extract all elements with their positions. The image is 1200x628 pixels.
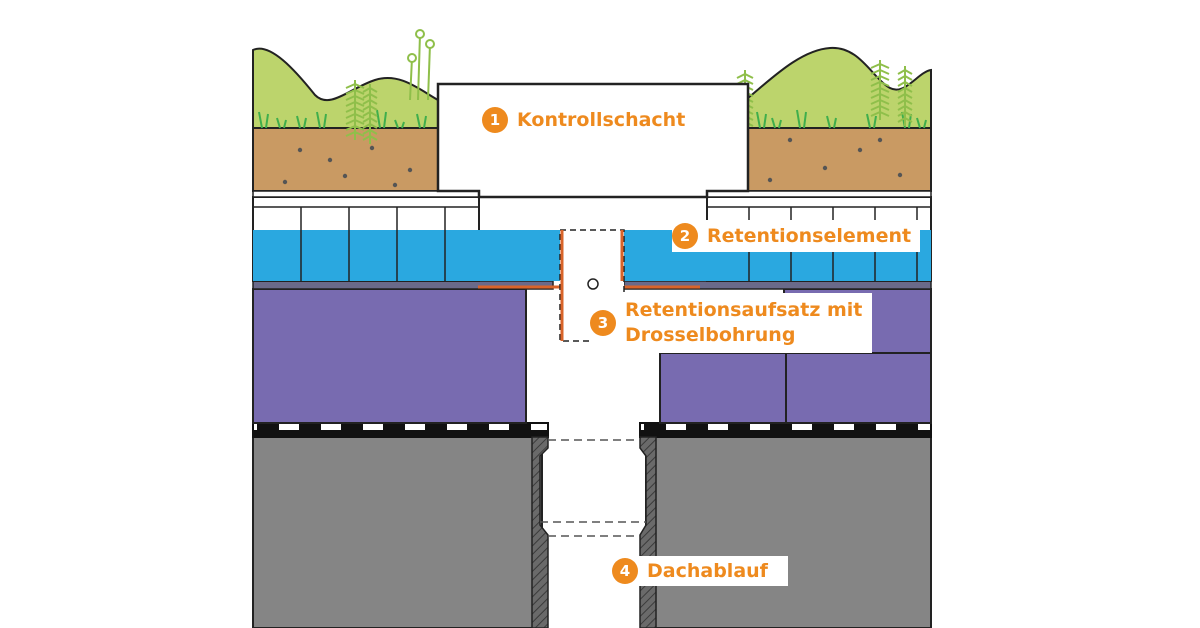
callout-inspection-shaft: 1 Kontrollschacht: [482, 104, 692, 136]
concrete-slab-left: [252, 436, 543, 628]
callout-label: Kontrollschacht: [517, 108, 686, 131]
callout-number-badge: 2: [672, 223, 698, 249]
soil-layer-right: [747, 127, 932, 192]
waterproofing-membrane-left: [252, 422, 549, 438]
insulation-right: [659, 352, 932, 424]
roof-drain: [531, 436, 657, 628]
callout-number-badge: 1: [482, 107, 508, 133]
inspection-shaft: [436, 82, 750, 199]
callout-label: Dachablauf: [647, 559, 768, 582]
callout-roof-drain: 4 Dachablauf: [612, 556, 788, 586]
insulation-left: [252, 288, 527, 424]
callout-label: Retentionsaufsatz mit Drosselbohrung: [625, 299, 863, 346]
concrete-slab-right: [645, 436, 932, 628]
throttle-hole: [587, 278, 599, 290]
retention-element-left: [252, 196, 480, 282]
callout-retention-attachment: 3 Retentionsaufsatz mit Drosselbohrung: [590, 293, 872, 353]
callout-retention-element: 2 Retentionselement: [672, 220, 920, 252]
callout-label: Retentionselement: [707, 224, 912, 247]
waterproofing-membrane-right: [639, 422, 932, 438]
soil-layer-left: [252, 127, 439, 192]
callout-number-badge: 4: [612, 558, 638, 584]
callout-number-badge: 3: [590, 310, 616, 336]
